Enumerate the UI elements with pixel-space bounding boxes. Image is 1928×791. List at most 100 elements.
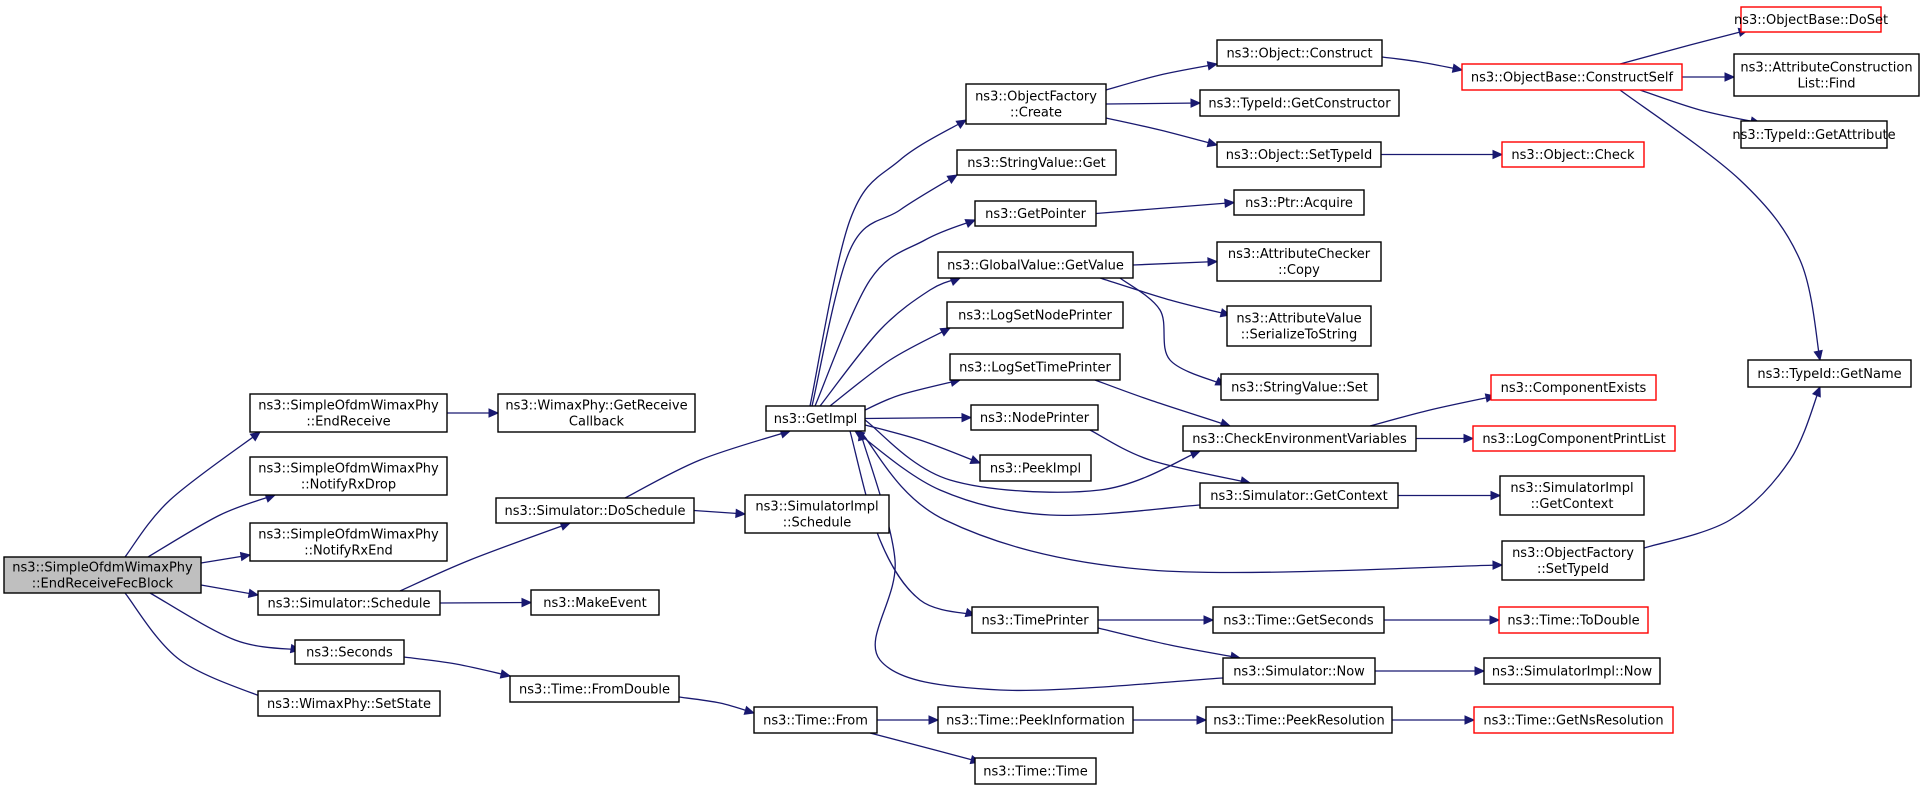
node-objCheck[interactable]: ns3::Object::Check bbox=[1501, 141, 1645, 168]
node-implGetContext[interactable]: ns3::SimulatorImpl::GetContext bbox=[1499, 475, 1645, 516]
call-edge-objConstruct-to-constructSelf bbox=[1381, 56, 1464, 73]
arrowhead-icon bbox=[743, 705, 756, 715]
node-label: ns3::AttributeChecker bbox=[1228, 247, 1371, 262]
node-box bbox=[257, 590, 441, 616]
node-svSet[interactable]: ns3::StringValue::Set bbox=[1220, 373, 1379, 401]
node-box bbox=[509, 675, 680, 703]
node-timeFrom[interactable]: ns3::Time::From bbox=[753, 706, 878, 734]
node-objConstruct[interactable]: ns3::Object::Construct bbox=[1216, 39, 1383, 67]
node-getSeconds[interactable]: ns3::Time::GetSeconds bbox=[1212, 606, 1385, 634]
node-implNow[interactable]: ns3::SimulatorImpl::Now bbox=[1483, 657, 1661, 685]
node-notifyRxDrop[interactable]: ns3::SimpleOfdmWimaxPhy::NotifyRxDrop bbox=[249, 456, 448, 496]
node-box bbox=[979, 454, 1092, 482]
node-ptrAcquire[interactable]: ns3::Ptr::Acquire bbox=[1233, 189, 1365, 216]
call-edge-logSetTimePrinter-to-checkEnv bbox=[1094, 379, 1232, 428]
node-getName[interactable]: ns3::TypeId::GetName bbox=[1747, 359, 1912, 388]
call-edge-getImpl-to-ofCreate bbox=[809, 119, 968, 407]
node-label: ns3::SimpleOfdmWimaxPhy bbox=[258, 462, 439, 477]
node-logSetNodePrinter[interactable]: ns3::LogSetNodePrinter bbox=[946, 301, 1124, 329]
node-box bbox=[974, 757, 1097, 785]
node-label: ns3::Time::GetSeconds bbox=[1223, 614, 1374, 629]
node-componentExists[interactable]: ns3::ComponentExists bbox=[1490, 374, 1657, 401]
call-edge-getImpl-to-logSetTimePrinter bbox=[864, 377, 962, 411]
node-makeEvent[interactable]: ns3::MakeEvent bbox=[530, 589, 660, 616]
node-svGet[interactable]: ns3::StringValue::Get bbox=[956, 149, 1117, 176]
node-box bbox=[970, 404, 1099, 431]
node-avSerialize[interactable]: ns3::AttributeValue::SerializeToString bbox=[1226, 305, 1372, 347]
node-getNsResolution[interactable]: ns3::Time::GetNsResolution bbox=[1473, 706, 1674, 734]
arrowhead-icon bbox=[1811, 385, 1821, 398]
node-label: ns3::GlobalValue::GetValue bbox=[947, 259, 1124, 274]
call-edge-endReceive-to-getReceiveCallback bbox=[447, 408, 500, 418]
node-box bbox=[249, 522, 448, 562]
node-getAttribute[interactable]: ns3::TypeId::GetAttribute bbox=[1732, 120, 1896, 149]
arrowhead-icon bbox=[488, 408, 500, 418]
call-edge-getImpl-to-peekImpl bbox=[864, 424, 982, 465]
node-logSetTimePrinter[interactable]: ns3::LogSetTimePrinter bbox=[949, 353, 1121, 381]
node-timePrinter[interactable]: ns3::TimePrinter bbox=[971, 606, 1099, 634]
node-label: ns3::ComponentExists bbox=[1501, 381, 1647, 396]
node-timeTime[interactable]: ns3::Time::Time bbox=[974, 757, 1097, 785]
arrowhead-icon bbox=[1464, 715, 1476, 725]
call-edge-constructSelf-to-getName bbox=[1619, 89, 1823, 362]
node-box bbox=[1499, 475, 1645, 516]
node-label: ::NotifyRxEnd bbox=[304, 544, 393, 559]
arrowhead-icon bbox=[1492, 560, 1504, 570]
node-peekImpl[interactable]: ns3::PeekImpl bbox=[979, 454, 1092, 482]
node-ofCreate[interactable]: ns3::ObjectFactory::Create bbox=[965, 83, 1107, 125]
node-logComponentPrintList[interactable]: ns3::LogComponentPrintList bbox=[1472, 425, 1676, 452]
node-getConstructor[interactable]: ns3::TypeId::GetConstructor bbox=[1199, 89, 1400, 117]
node-implSchedule[interactable]: ns3::SimulatorImpl::Schedule bbox=[744, 494, 890, 534]
node-doSet[interactable]: ns3::ObjectBase::DoSet bbox=[1734, 6, 1888, 33]
node-toDouble[interactable]: ns3::Time::ToDouble bbox=[1498, 606, 1649, 634]
node-box bbox=[1199, 89, 1400, 117]
node-fromDouble[interactable]: ns3::Time::FromDouble bbox=[509, 675, 680, 703]
node-box bbox=[946, 301, 1124, 329]
node-constructSelf[interactable]: ns3::ObjectBase::ConstructSelf bbox=[1461, 63, 1683, 91]
node-label: ns3::Simulator::Now bbox=[1233, 665, 1365, 680]
node-setState[interactable]: ns3::WimaxPhy::SetState bbox=[257, 690, 441, 717]
node-box bbox=[765, 405, 866, 432]
node-peekInformation[interactable]: ns3::Time::PeekInformation bbox=[937, 706, 1134, 734]
node-nodePrinter[interactable]: ns3::NodePrinter bbox=[970, 404, 1099, 431]
node-simGetContext[interactable]: ns3::Simulator::GetContext bbox=[1199, 482, 1399, 509]
call-edge-getImpl-to-nodePrinter bbox=[864, 412, 973, 423]
node-box bbox=[1740, 120, 1888, 149]
node-box bbox=[1740, 6, 1882, 33]
node-notifyRxEnd[interactable]: ns3::SimpleOfdmWimaxPhy::NotifyRxEnd bbox=[249, 522, 448, 562]
node-getPointer[interactable]: ns3::GetPointer bbox=[974, 200, 1097, 227]
arrowhead-icon bbox=[1813, 349, 1823, 362]
node-box bbox=[1498, 606, 1649, 634]
node-label: ns3::GetImpl bbox=[774, 412, 858, 427]
node-objSetTypeId[interactable]: ns3::Object::SetTypeId bbox=[1216, 141, 1382, 168]
node-doSchedule[interactable]: ns3::Simulator::DoSchedule bbox=[495, 497, 695, 524]
node-label: ns3::Object::Construct bbox=[1226, 47, 1372, 62]
node-checkEnv[interactable]: ns3::CheckEnvironmentVariables bbox=[1182, 425, 1417, 452]
node-box bbox=[974, 200, 1097, 227]
node-label: ns3::NodePrinter bbox=[980, 411, 1090, 426]
node-label: ns3::ObjectBase::ConstructSelf bbox=[1471, 71, 1674, 86]
node-label: ns3::SimpleOfdmWimaxPhy bbox=[12, 561, 193, 576]
node-seconds[interactable]: ns3::Seconds bbox=[294, 639, 405, 665]
call-edge-constructSelf-to-doSet bbox=[1619, 27, 1750, 65]
call-edge-gvGetValue-to-svSet bbox=[1119, 277, 1227, 386]
node-simNow[interactable]: ns3::Simulator::Now bbox=[1222, 657, 1376, 685]
node-label: ns3::CheckEnvironmentVariables bbox=[1192, 432, 1407, 447]
node-ofSetTypeId[interactable]: ns3::ObjectFactory::SetTypeId bbox=[1501, 540, 1645, 581]
node-box bbox=[249, 456, 448, 496]
arrowhead-icon bbox=[735, 508, 747, 519]
node-peekResolution[interactable]: ns3::Time::PeekResolution bbox=[1205, 706, 1393, 734]
node-endReceive[interactable]: ns3::SimpleOfdmWimaxPhy::EndReceive bbox=[249, 393, 448, 433]
node-acCopy[interactable]: ns3::AttributeChecker::Copy bbox=[1216, 241, 1382, 282]
call-edge-checkEnv-to-logComponentPrintList bbox=[1416, 433, 1475, 444]
call-edge-root-to-setState bbox=[124, 592, 272, 701]
node-getImpl[interactable]: ns3::GetImpl bbox=[765, 405, 866, 432]
node-box bbox=[956, 149, 1117, 176]
node-label: ns3::Object::SetTypeId bbox=[1226, 148, 1372, 163]
node-gvGetValue[interactable]: ns3::GlobalValue::GetValue bbox=[937, 251, 1134, 279]
node-simSchedule[interactable]: ns3::Simulator::Schedule bbox=[257, 590, 441, 616]
call-edge-fromDouble-to-timeFrom bbox=[678, 696, 756, 715]
arrowhead-icon bbox=[1474, 666, 1486, 676]
